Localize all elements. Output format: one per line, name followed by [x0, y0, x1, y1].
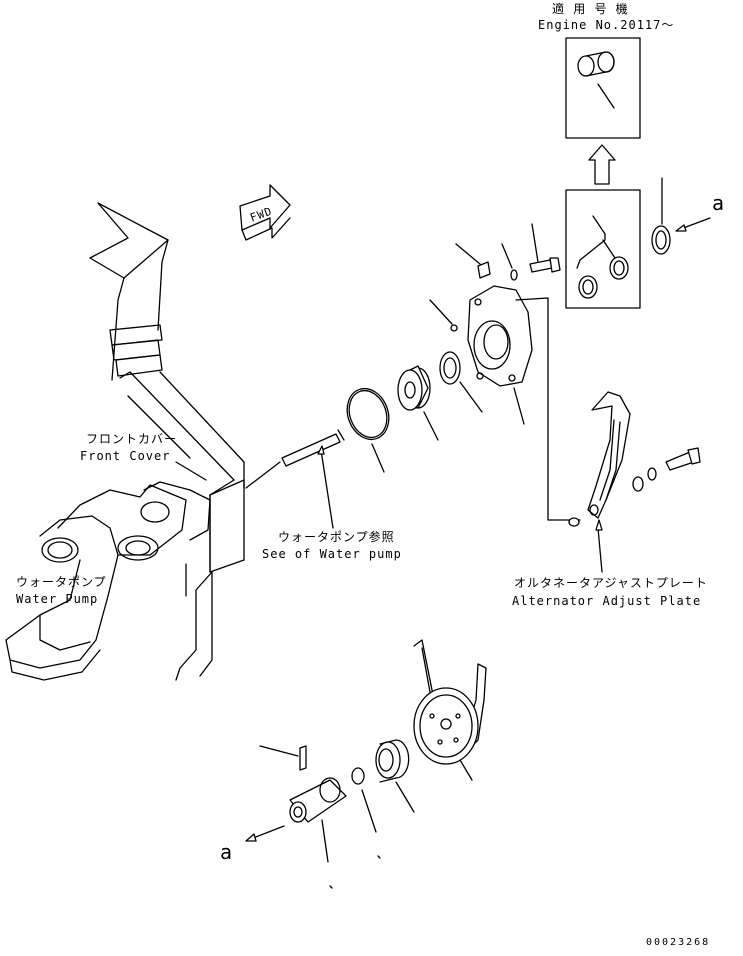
- water-pump-leader: [318, 446, 333, 528]
- idler-gear: [398, 366, 438, 440]
- front-cover-label-jp: フロントカバー: [86, 432, 178, 446]
- spring-washer: [502, 244, 517, 280]
- arrow-a-bottom-label: a: [220, 840, 233, 864]
- thrust-washer: [652, 178, 670, 254]
- engine-label-jp: 適 用 号 機: [552, 2, 629, 16]
- o-ring: [340, 383, 395, 472]
- fwd-arrow: [240, 185, 290, 240]
- inset-bushing-box: [566, 38, 640, 138]
- see-water-pump-label-en: See of Water pump: [262, 547, 402, 561]
- front-cover: [90, 203, 244, 680]
- engine-number-label: Engine No.20117～: [538, 18, 675, 32]
- inset-bearings-box: [566, 190, 640, 308]
- gear-housing: [468, 286, 580, 520]
- key-pin: [260, 746, 306, 770]
- water-pump: [6, 482, 210, 680]
- water-pump-label-en: Water Pump: [16, 592, 99, 606]
- forward-arrow-up: [589, 145, 615, 184]
- lock-washer: [440, 352, 482, 412]
- alternator-adjust-plate: [569, 392, 630, 526]
- pulley: [414, 688, 478, 780]
- bolt-top: [530, 224, 560, 272]
- spacer-collar: [352, 768, 376, 832]
- alt-adjust-label-jp: オルタネータアジャストプレート: [514, 576, 708, 590]
- dowel-pin: [430, 300, 457, 331]
- arrow-a-bottom: [246, 826, 284, 841]
- drive-shaft: [290, 778, 346, 862]
- see-water-pump-label-jp: ウォータポンプ参照: [278, 530, 395, 544]
- plug-screw: [456, 244, 490, 278]
- alt-adjust-label-en: Alternator Adjust Plate: [512, 594, 702, 608]
- alt-plate-leader: [596, 520, 602, 572]
- arrow-a-top: [676, 218, 710, 231]
- water-pump-label-jp: ウォータポンプ: [16, 575, 107, 589]
- pump-shaft: [246, 430, 344, 488]
- bearing-bottom: [376, 740, 414, 812]
- arrow-a-top-label: a: [712, 191, 725, 215]
- drawing-number: 00023268: [646, 937, 711, 948]
- dash-marks: [330, 856, 380, 888]
- front-cover-label-en: Front Cover: [80, 449, 171, 463]
- alt-plate-bolt: [633, 448, 700, 491]
